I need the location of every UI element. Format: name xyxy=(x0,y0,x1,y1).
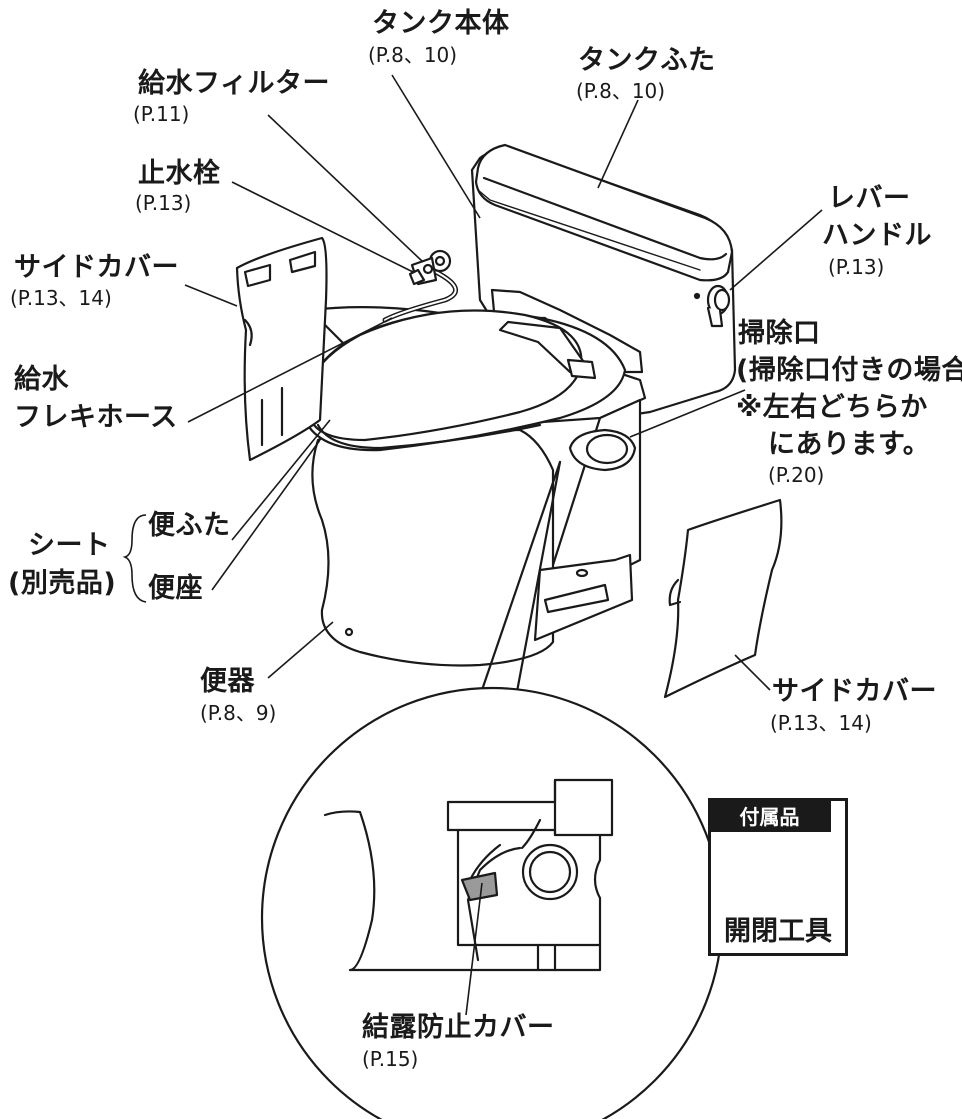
water-filter-label: 給水フィルター xyxy=(138,68,330,99)
side-cover-right xyxy=(663,498,783,699)
cleanout-port xyxy=(568,428,637,472)
bowl-page: (P.8、9) xyxy=(200,701,277,725)
stop-valve-page: (P.13) xyxy=(135,191,192,215)
side-cover-left-label: サイドカバー xyxy=(14,252,179,283)
side-cover-left-page: (P.13、14) xyxy=(10,286,112,310)
cleanout-note-line1: ※左右どちらか xyxy=(736,392,928,423)
cleanout-label: 掃除口 xyxy=(738,318,821,349)
cleanout-page: (P.20) xyxy=(768,463,825,487)
lever-handle-label-line1: レバー xyxy=(828,183,911,214)
lever-handle xyxy=(693,284,731,328)
seat-label-line1: シート xyxy=(28,530,111,561)
seat-ring-label: 便座 xyxy=(148,573,203,604)
side-cover-right-label: サイドカバー xyxy=(772,676,937,707)
condensation-cover-page: (P.15) xyxy=(362,1047,419,1071)
condensation-cover-label: 結露防止カバー xyxy=(362,1012,555,1043)
bowl-label: 便器 xyxy=(200,666,255,697)
seat-lid-label: 便ふた xyxy=(148,510,231,541)
lever-handle-page: (P.13) xyxy=(828,255,885,279)
accessory-box: 付属品 開閉工具 xyxy=(708,798,848,956)
water-filter-page: (P.11) xyxy=(133,102,190,126)
side-cover-right-page: (P.13、14) xyxy=(770,711,872,735)
tank-lid-label: タンクふた xyxy=(578,45,716,76)
cleanout-note-line2: にあります。 xyxy=(768,429,931,460)
stop-valve xyxy=(408,249,452,286)
tank-body-label: タンク本体 xyxy=(372,8,510,39)
tank-body-page: (P.8、10) xyxy=(368,43,458,67)
lever-handle-label-line2: ハンドル xyxy=(822,220,932,251)
detail-view xyxy=(323,778,614,972)
seat-label-line2: (別売品) xyxy=(8,568,117,599)
stop-valve-label: 止水栓 xyxy=(138,158,221,189)
supply-hose-label-line2: フレキホース xyxy=(14,402,178,433)
detail-zoom-circle xyxy=(260,686,724,1119)
accessory-header: 付属品 xyxy=(708,798,831,832)
supply-hose-label-line1: 給水 xyxy=(14,364,69,395)
cleanout-label-line2: (掃除口付きの場合) xyxy=(736,355,962,386)
accessory-name: 開閉工具 xyxy=(724,916,832,947)
side-cover-left xyxy=(235,236,328,462)
tank-lid-page: (P.8、10) xyxy=(576,79,666,103)
